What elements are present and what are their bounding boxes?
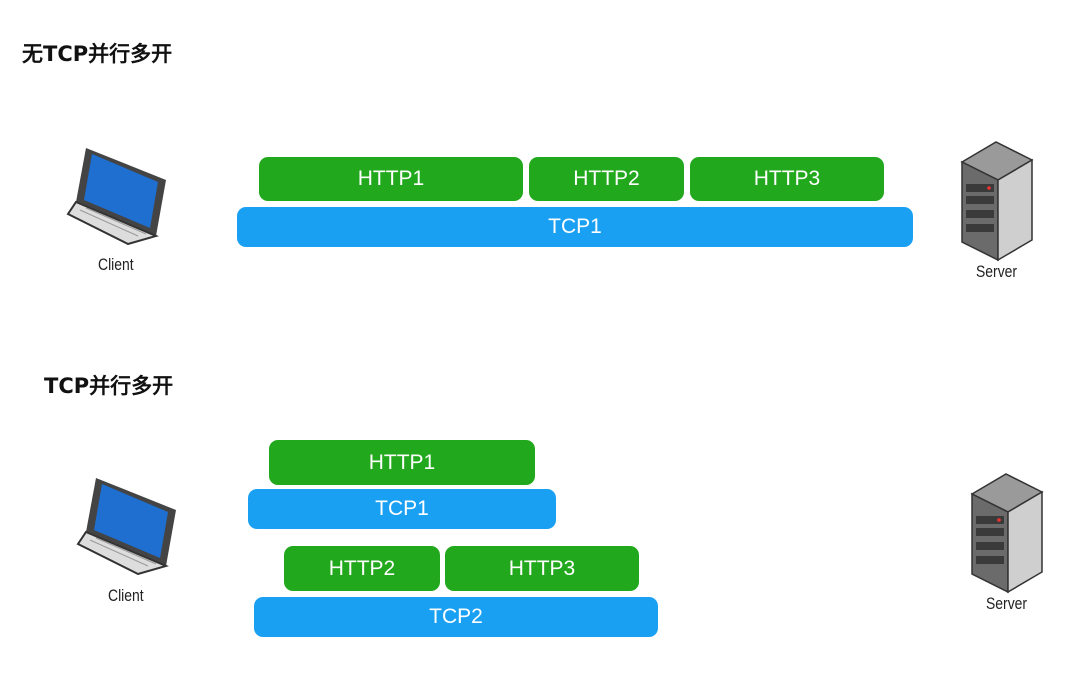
server-icon xyxy=(970,473,1044,594)
client-label: Client xyxy=(108,586,144,605)
server-label: Server xyxy=(986,594,1028,613)
http1-block: HTTP1 xyxy=(259,157,523,201)
server-label: Server xyxy=(976,262,1018,281)
tcp2-block: TCP2 xyxy=(254,597,658,637)
section-title-parallel: TCP并行多开 xyxy=(44,374,174,398)
http2-block: HTTP2 xyxy=(529,157,684,201)
server-icon xyxy=(960,141,1034,262)
tcp1-block: TCP1 xyxy=(237,207,913,247)
http3-block: HTTP3 xyxy=(445,546,639,591)
http1-block: HTTP1 xyxy=(269,440,535,485)
laptop-icon xyxy=(66,148,166,245)
tcp1-block: TCP1 xyxy=(248,489,556,529)
laptop-icon xyxy=(76,478,176,575)
section-title-no-parallel: 无TCP并行多开 xyxy=(22,42,173,66)
client-label: Client xyxy=(98,255,134,274)
http3-block: HTTP3 xyxy=(690,157,884,201)
http2-block: HTTP2 xyxy=(284,546,440,591)
